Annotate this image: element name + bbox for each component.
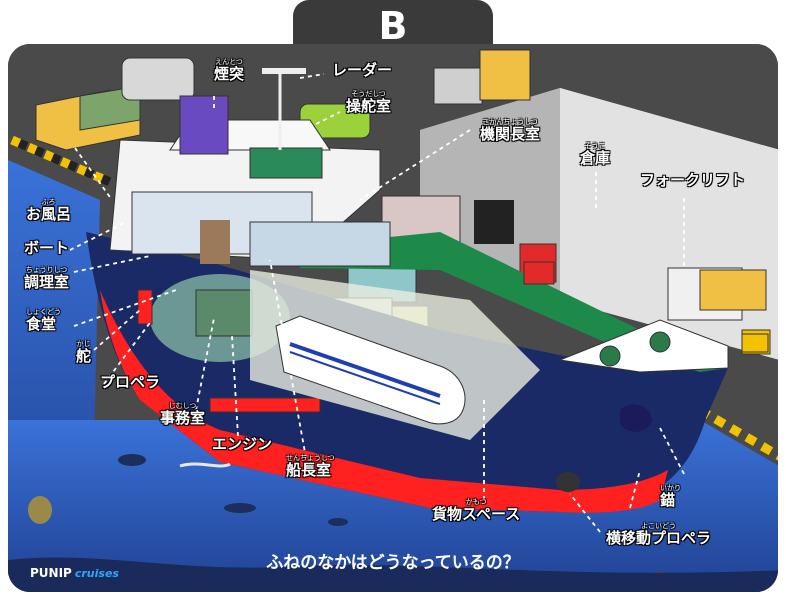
label-warehouse: そうこ倉庫: [580, 142, 611, 167]
containers-top: [35, 49, 531, 151]
label-rudder: かじ舵: [76, 340, 92, 365]
logo-main: PUNIP: [30, 566, 72, 580]
label-boat: ボート: [24, 239, 70, 257]
label-galley: ちょうりしつ調理室: [24, 266, 70, 291]
label-chief-engineer-room: きかんちょうしつ機関長室: [480, 118, 541, 143]
thruster-shape: [556, 472, 580, 492]
label-chimney: えんとつ煙突: [214, 58, 245, 83]
label-propeller: プロペラ: [100, 373, 161, 391]
rudder: [137, 289, 153, 325]
label-cargo-space: かもつ貨物スペース: [432, 498, 521, 523]
radar-mast: [262, 68, 306, 150]
anchor-shape: [620, 404, 652, 432]
label-wheelhouse: そうだしつ操舵室: [346, 90, 392, 115]
seabed: [8, 557, 778, 592]
label-mess: しょくどう食堂: [26, 308, 61, 333]
caption: ふねのなかはどうなっているの？: [266, 553, 520, 573]
superstructure: [109, 95, 391, 267]
label-bow-thruster: よこいどう横移動プロペラ: [606, 522, 712, 547]
label-captain-room: せんちょうしつ船長室: [286, 454, 335, 479]
header-letter: B: [378, 4, 408, 48]
logo-sub: cruises: [74, 567, 119, 580]
leader-lines: [69, 73, 685, 533]
keel-propeller: [209, 397, 321, 413]
engine-block: [195, 289, 253, 337]
forklift-red: [523, 261, 555, 285]
label-forklift: フォークリフト: [640, 171, 746, 189]
label-office: じむしつ事務室: [160, 402, 206, 427]
label-bath: ふろお風呂: [26, 198, 72, 223]
label-radar: レーダー: [332, 61, 393, 79]
label-anchor: いかり錨: [660, 484, 681, 509]
label-engine: エンジン: [212, 435, 273, 453]
bullet-train: [275, 315, 466, 425]
forklift-yellow: [741, 333, 769, 353]
